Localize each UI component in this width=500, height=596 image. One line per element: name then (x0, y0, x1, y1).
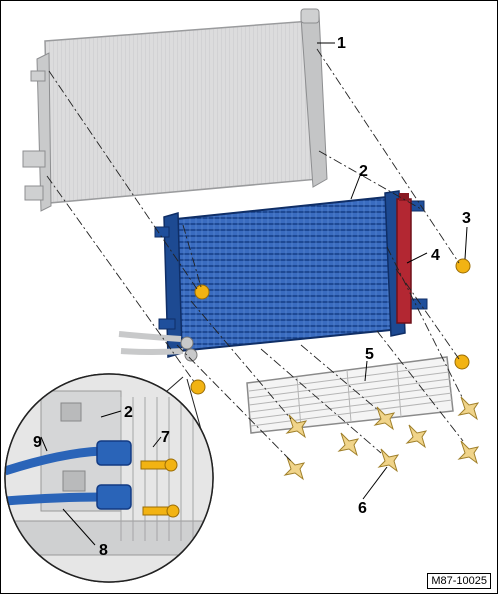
callout-2: 2 (359, 163, 368, 180)
detail-view (4, 373, 214, 583)
protective-grille (246, 356, 454, 434)
callout-8: 8 (99, 542, 108, 559)
callout-4: 4 (431, 247, 440, 264)
callout-5: 5 (365, 346, 374, 363)
radiator (22, 8, 328, 212)
figure-code: M87-10025 (427, 573, 491, 589)
callout-7: 7 (161, 429, 170, 446)
callout-6: 6 (358, 500, 367, 517)
leader-lines (40, 42, 468, 546)
dryer-cartridge (396, 193, 412, 324)
clip (283, 396, 480, 481)
assembly-lines (46, 48, 464, 462)
callout-3: 3 (462, 210, 471, 227)
callout-2-detail: 2 (124, 404, 133, 421)
callout-1: 1 (337, 35, 346, 52)
callout-labels: 1 2 3 4 5 6 7 8 9 2 (33, 35, 471, 559)
callout-9: 9 (33, 434, 42, 451)
